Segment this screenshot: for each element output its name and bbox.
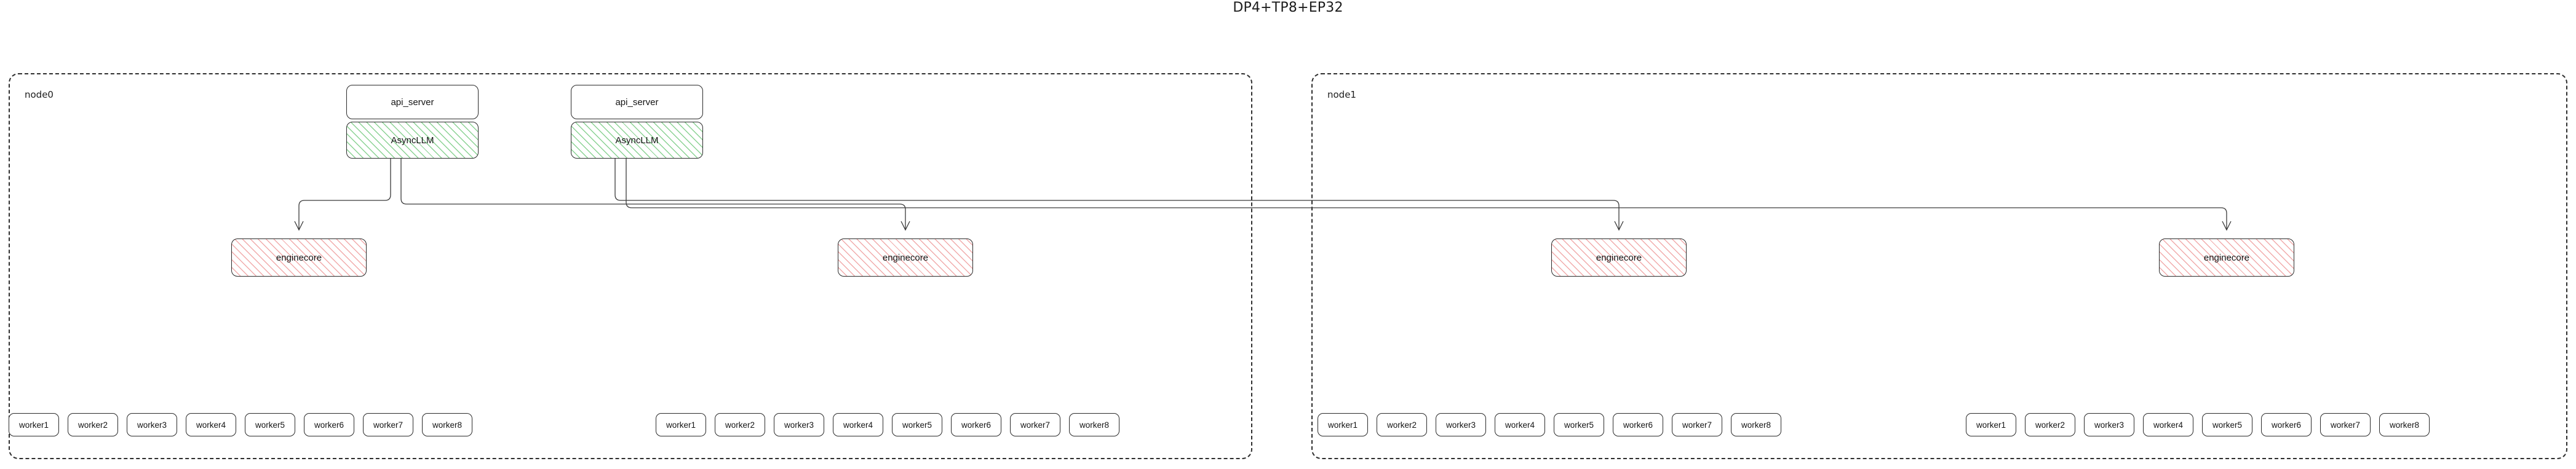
worker-box[interactable]: worker8: [1069, 413, 1119, 436]
worker-box[interactable]: worker3: [2084, 413, 2134, 436]
worker-box[interactable]: worker6: [2261, 413, 2312, 436]
worker-box[interactable]: worker5: [2202, 413, 2252, 436]
worker-box[interactable]: worker4: [1495, 413, 1545, 436]
worker-box[interactable]: worker2: [1377, 413, 1427, 436]
worker-box[interactable]: worker2: [715, 413, 765, 436]
node-container-node1: [1311, 73, 2567, 459]
worker-box[interactable]: worker8: [1731, 413, 1781, 436]
worker-box[interactable]: worker3: [127, 413, 177, 436]
page-title: DP4+TP8+EP32: [1233, 0, 1343, 15]
node-label-node1: node1: [1327, 89, 1356, 100]
enginecore-box-3[interactable]: enginecore: [2159, 238, 2294, 277]
worker-box[interactable]: worker4: [833, 413, 883, 436]
worker-box[interactable]: worker1: [1966, 413, 2016, 436]
asyncllm-box-0[interactable]: AsyncLLM: [346, 122, 479, 159]
worker-box[interactable]: worker5: [892, 413, 942, 436]
worker-box[interactable]: worker6: [951, 413, 1001, 436]
worker-box[interactable]: worker8: [2379, 413, 2430, 436]
enginecore-box-2[interactable]: enginecore: [1551, 238, 1687, 277]
worker-box[interactable]: worker2: [68, 413, 118, 436]
worker-box[interactable]: worker2: [2025, 413, 2075, 436]
worker-box[interactable]: worker6: [1613, 413, 1663, 436]
enginecore-box-0[interactable]: enginecore: [231, 238, 367, 277]
worker-box[interactable]: worker7: [363, 413, 413, 436]
asyncllm-box-1[interactable]: AsyncLLM: [571, 122, 703, 159]
worker-box[interactable]: worker4: [2143, 413, 2193, 436]
worker-box[interactable]: worker7: [1010, 413, 1060, 436]
worker-box[interactable]: worker5: [245, 413, 295, 436]
api-server-box-0[interactable]: api_server: [346, 85, 479, 119]
api-server-box-1[interactable]: api_server: [571, 85, 703, 119]
node-label-node0: node0: [25, 89, 54, 100]
worker-box[interactable]: worker1: [9, 413, 59, 436]
worker-box[interactable]: worker1: [1318, 413, 1368, 436]
worker-box[interactable]: worker3: [774, 413, 824, 436]
worker-box[interactable]: worker8: [422, 413, 472, 436]
worker-box[interactable]: worker5: [1554, 413, 1604, 436]
worker-box[interactable]: worker3: [1436, 413, 1486, 436]
enginecore-box-1[interactable]: enginecore: [838, 238, 973, 277]
worker-box[interactable]: worker7: [2320, 413, 2371, 436]
worker-box[interactable]: worker4: [186, 413, 236, 436]
worker-box[interactable]: worker1: [656, 413, 706, 436]
node-container-node0: [9, 73, 1252, 459]
worker-box[interactable]: worker7: [1672, 413, 1722, 436]
worker-box[interactable]: worker6: [304, 413, 354, 436]
